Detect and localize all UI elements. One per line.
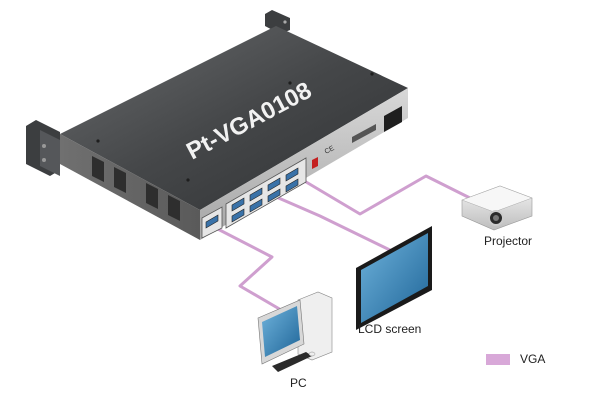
rack-ear-right (265, 10, 290, 34)
label-plate (352, 124, 376, 143)
projector-device (461, 185, 533, 231)
pc-keyboard (272, 352, 312, 372)
cert-ce: CE (324, 145, 336, 156)
pc-tower (297, 291, 333, 361)
cable-to-lcd (272, 194, 396, 254)
label-pc: PC (290, 376, 307, 390)
pc-device (257, 291, 333, 372)
lcd-screen-device (356, 226, 432, 330)
legend-swatch-vga (486, 354, 510, 365)
label-projector: Projector (484, 234, 533, 248)
vga-cables (204, 174, 472, 316)
vga-input-port (201, 206, 223, 239)
power-switch (312, 157, 318, 169)
vga-output-ports (225, 157, 307, 229)
pc-mouse (308, 351, 316, 357)
label-lcd-screen: LCD screen (358, 322, 422, 336)
pc-monitor-screen (262, 306, 300, 357)
chassis-screws (96, 72, 374, 182)
cable-to-pc (204, 221, 290, 316)
vent-slots (92, 156, 180, 221)
chassis-top (60, 26, 408, 210)
power-inlet (384, 106, 402, 132)
rack-ear-left (26, 120, 60, 176)
legend-label-vga: VGA (520, 352, 546, 366)
cable-to-projector (294, 174, 472, 216)
